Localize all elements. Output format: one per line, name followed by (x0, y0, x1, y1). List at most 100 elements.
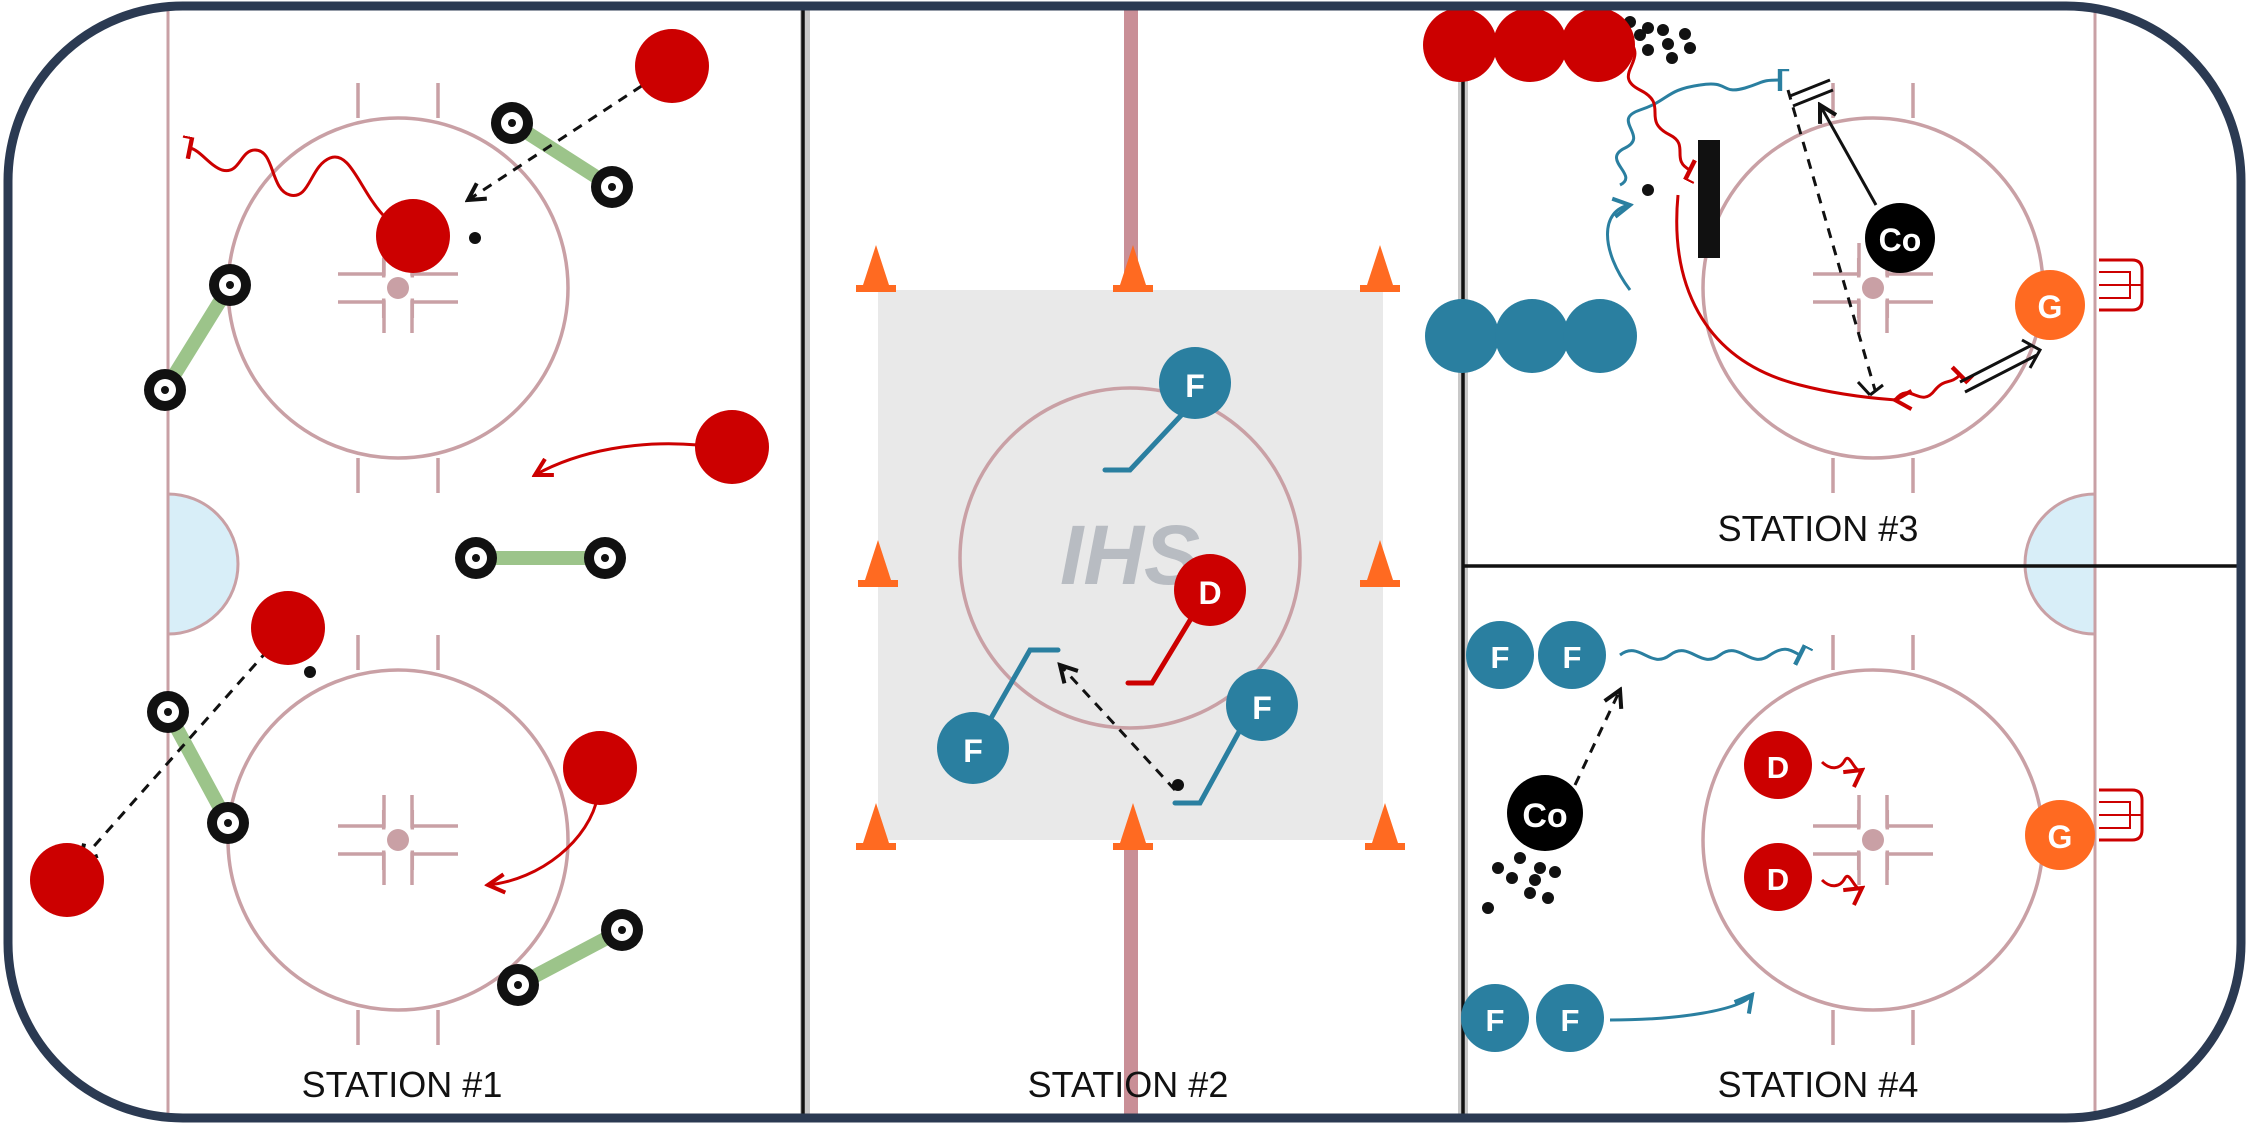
puck-icon (1529, 874, 1541, 886)
tire-bar (491, 102, 633, 208)
player-label: Co (1522, 797, 1567, 835)
player (1561, 8, 1635, 82)
player-label: F (1491, 640, 1510, 675)
player (1423, 8, 1497, 82)
player (563, 731, 637, 805)
pivot-path (1820, 874, 1862, 888)
cone-icon (1113, 245, 1153, 292)
station-1-label: STATION #1 (302, 1064, 503, 1105)
barrier-icon (1698, 140, 1720, 258)
skate-path (488, 794, 600, 885)
net-icon (2099, 258, 2144, 312)
player-defense: D (1744, 731, 1812, 799)
stickhandle-path (1619, 649, 1800, 659)
tire-bar (147, 691, 249, 844)
pass-receive (1856, 380, 1884, 397)
player-coach: Co (1507, 775, 1583, 851)
player-forward: F (937, 712, 1009, 784)
skate-path (535, 442, 699, 475)
cone-icon (856, 803, 896, 850)
cone-icon (1113, 803, 1153, 850)
cones (856, 245, 1405, 850)
pass-path (80, 649, 270, 862)
stickhandle-path (1893, 375, 1960, 401)
puck-icon (1542, 892, 1554, 904)
player-label: F (1563, 640, 1582, 675)
player-forward: F (1466, 621, 1534, 689)
tire-bar (455, 537, 626, 579)
rink-boards (3, 1, 2246, 1123)
station-4-label: STATION #4 (1718, 1064, 1919, 1105)
player-label: Co (1879, 222, 1922, 258)
player-label: D (1767, 862, 1789, 897)
tire-icon (147, 691, 189, 733)
puck-icon (1679, 28, 1691, 40)
puck-icon (1514, 852, 1526, 864)
puck-icon (1492, 862, 1504, 874)
shot-arrow (2021, 338, 2043, 369)
puck-icon (1549, 866, 1561, 878)
player-label: F (963, 733, 983, 769)
puck-icon (1642, 22, 1654, 34)
tire-bar (497, 909, 643, 1006)
player (1425, 299, 1499, 373)
coach-pass-path (1820, 105, 1878, 206)
player-goalie: G (2015, 270, 2085, 340)
player-label: G (2048, 819, 2073, 855)
player-label: G (2038, 289, 2063, 325)
puck-icon (1172, 779, 1184, 791)
tire-icon (591, 166, 633, 208)
player-forward: F (1159, 347, 1231, 419)
puck-icon (1662, 38, 1674, 50)
pass-path (468, 64, 673, 200)
puck-icon (1634, 29, 1646, 41)
blue-line-left (800, 6, 810, 1118)
player (1495, 299, 1569, 373)
pivot-path (1820, 756, 1862, 770)
player (1493, 8, 1567, 82)
player-defense: D (1744, 843, 1812, 911)
skate-path (1675, 194, 1896, 400)
player-goalie: G (2025, 800, 2095, 870)
tire-icon (207, 802, 249, 844)
player-forward: F (1226, 669, 1298, 741)
puck-icon (1524, 887, 1536, 899)
net-icon (2099, 788, 2144, 842)
tire-icon (209, 264, 251, 306)
stickhandle-path (1615, 80, 1780, 187)
pucks (304, 16, 1696, 914)
tire-icon (144, 369, 186, 411)
player-defense: D (1174, 554, 1246, 626)
puck-icon (1684, 42, 1696, 54)
player-label: F (1561, 1003, 1580, 1038)
tire-icon (584, 537, 626, 579)
tire-icon (601, 909, 643, 951)
movement-paths (80, 38, 2043, 1022)
pass-path (1786, 89, 1877, 391)
puck-icon (1642, 184, 1654, 196)
tire-obstacles (144, 102, 643, 1006)
stickhandle-path (1626, 38, 1690, 170)
tire-icon (491, 102, 533, 144)
player (695, 410, 769, 484)
player-label: D (1198, 575, 1221, 611)
tire-icon (455, 537, 497, 579)
cone-icon (856, 245, 896, 292)
puck-icon (1642, 44, 1654, 56)
shot-path (1789, 78, 1834, 108)
player-coach: Co (1865, 203, 1935, 273)
tire-icon (497, 964, 539, 1006)
player (1563, 299, 1637, 373)
puck-icon (469, 232, 481, 244)
cone-icon (1360, 245, 1400, 292)
skate-path (1609, 995, 1752, 1022)
cone-icon (858, 540, 898, 587)
player (376, 199, 450, 273)
stick-icon (987, 405, 1243, 806)
puck-icon (1666, 52, 1678, 64)
skate-path (1606, 205, 1631, 291)
player (30, 843, 104, 917)
